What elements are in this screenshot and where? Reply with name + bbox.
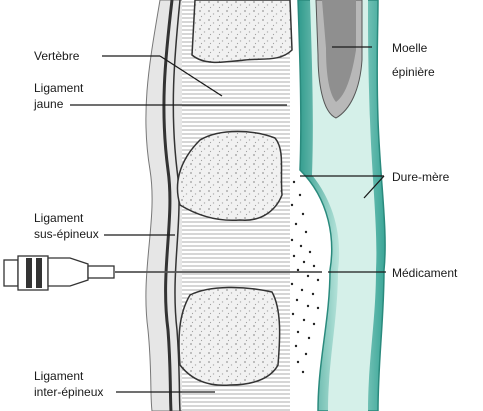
label-moelle-line1: Moelle — [392, 41, 428, 55]
label-inter-epineux-line2: inter-épineux — [34, 385, 103, 399]
label-sus-epineux-line2: sus-épineux — [34, 227, 99, 241]
label-dure-mere: Dure-mère — [392, 170, 450, 184]
label-moelle-line2: épinière — [392, 65, 435, 79]
label-ligament-jaune-line1: Ligament — [34, 81, 84, 95]
vertebra-top — [192, 0, 292, 62]
label-ligament-jaune-line2: jaune — [33, 97, 64, 111]
syringe — [4, 256, 114, 290]
label-vertebre: Vertèbre — [34, 49, 80, 63]
medication-dots — [291, 181, 319, 373]
label-sus-epineux-line1: Ligament — [34, 211, 84, 225]
label-medicament: Médicament — [392, 266, 458, 280]
label-inter-epineux-line1: Ligament — [34, 369, 84, 383]
vertebra-bottom — [179, 287, 280, 385]
